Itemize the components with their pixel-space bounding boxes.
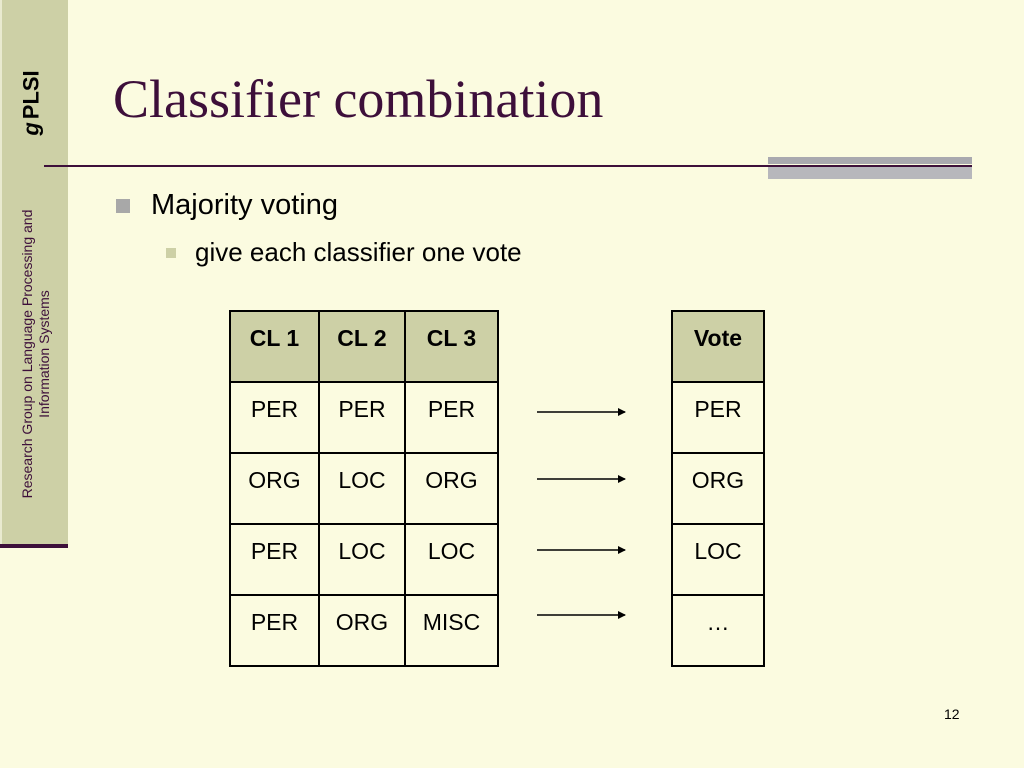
table-cell: PER [318,381,406,454]
vote-result-table: Vote PER ORG LOC … [671,310,765,667]
table-row: PER PER PER [229,381,499,454]
sub-bullet-text: give each classifier one vote [195,237,522,267]
logo-g: g [19,122,45,136]
table-row: PER LOC LOC [229,523,499,596]
sidebar-bottom-rule [0,544,68,548]
title-decoration-bar [768,157,972,179]
classifier-votes-table: CL 1 CL 2 CL 3 PER PER PER ORG LOC ORG P… [229,310,499,667]
vote-arrows [537,408,626,619]
table-header-row: Vote [671,310,765,383]
table-cell: LOC [318,452,406,525]
bullet-text: Majority voting [151,189,338,221]
group-name-line-2: Information Systems [36,290,52,418]
table-cell: LOC [404,523,499,596]
sidebar: g PLSI Research Group on Language Process… [0,0,68,548]
bullet-square-icon [166,247,176,258]
table-row: ORG LOC ORG [229,452,499,525]
table-cell: LOC [671,523,765,596]
logo-text: PLSI [19,70,45,120]
table-cell: ORG [404,452,499,525]
header-cl2: CL 2 [318,310,406,383]
research-group-name: Research Group on Language Processing an… [16,164,56,544]
sub-bullet-one-vote: give each classifier one vote [166,237,522,268]
table-header-row: CL 1 CL 2 CL 3 [229,310,499,383]
table-cell: … [671,594,765,667]
table-row: ORG [671,452,765,525]
header-cl3: CL 3 [404,310,499,383]
table-cell: PER [671,381,765,454]
header-cl1: CL 1 [229,310,320,383]
table-cell: PER [229,381,320,454]
table-cell: PER [229,523,320,596]
table-cell: MISC [404,594,499,667]
table-cell: ORG [318,594,406,667]
table-cell: PER [404,381,499,454]
slide-title: Classifier combination [113,69,604,129]
sidebar-edge [0,0,2,548]
table-row: PER [671,381,765,454]
bullet-square-icon [116,198,130,213]
table-row: … [671,594,765,667]
table-cell: ORG [671,452,765,525]
table-row: PER ORG MISC [229,594,499,667]
group-name-line-1: Research Group on Language Processing an… [19,209,35,499]
table-cell: LOC [318,523,406,596]
page-number: 12 [944,706,960,722]
table-cell: PER [229,594,320,667]
bullet-majority-voting: Majority voting [116,189,338,222]
table-cell: ORG [229,452,320,525]
table-row: LOC [671,523,765,596]
gplsi-logo: g PLSI [19,58,45,148]
title-rule [44,165,972,167]
header-vote: Vote [671,310,765,383]
